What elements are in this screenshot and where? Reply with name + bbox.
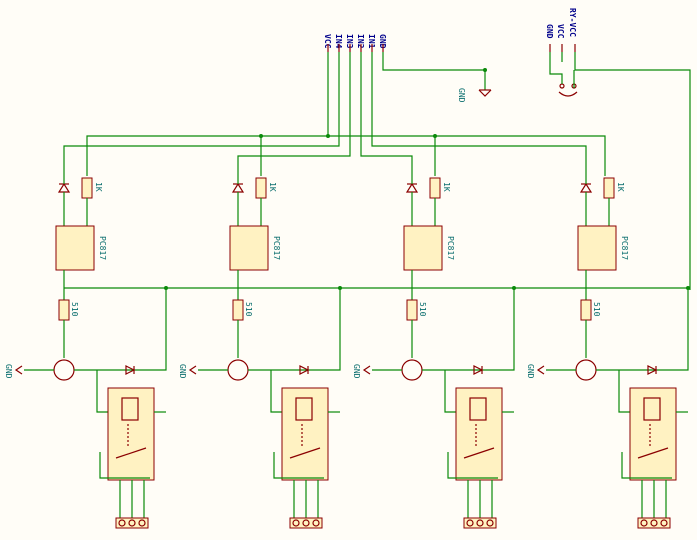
header-pin-in3: IN3: [345, 34, 354, 49]
resistor-base-label-4: 510: [592, 302, 601, 317]
gnd-label-ch1: GND: [4, 364, 13, 379]
optocoupler-label-4: PC817: [620, 236, 629, 260]
header-pin-in2: IN2: [356, 34, 365, 49]
header-connector: VCC IN4 IN3 IN2 IN1 GND: [323, 34, 387, 52]
resistor-base-label-3: 510: [418, 302, 427, 317]
resistor-base-label-1: 510: [70, 302, 79, 317]
optocoupler-label-1: PC817: [98, 236, 107, 260]
resistor-led-label-2: 1K: [268, 182, 277, 192]
gnd-label-top: GND: [457, 88, 466, 103]
relay-channel-4: 1K PC817 510 GND: [526, 176, 689, 529]
header-pin-in1: IN1: [367, 34, 376, 49]
optocoupler-label-3: PC817: [446, 236, 455, 260]
gnd-label-ch2: GND: [178, 364, 187, 379]
power-connector: GND VCC RY-VCC: [545, 8, 691, 290]
header-pin-vcc: VCC: [323, 34, 332, 49]
optocoupler-label-2: PC817: [272, 236, 281, 260]
gnd-symbol-top: GND: [382, 52, 492, 103]
relay-channel-3: 1K PC817 510 GND: [352, 176, 515, 529]
resistor-base-label-2: 510: [244, 302, 253, 317]
gnd-label-ch4: GND: [526, 364, 535, 379]
gnd-label-ch3: GND: [352, 364, 361, 379]
power-pin-ry-vcc: RY-VCC: [568, 8, 577, 37]
header-pin-in4: IN4: [334, 34, 343, 49]
relay-channel-1: 1K PC817 510 GND: [4, 176, 167, 529]
relay-channel-2: 1K PC817 510 GND: [178, 176, 341, 529]
power-pin-gnd: GND: [545, 24, 554, 39]
resistor-led-label-3: 1K: [442, 182, 451, 192]
header-pin-gnd: GND: [378, 34, 387, 49]
resistor-led-label-1: 1K: [94, 182, 103, 192]
resistor-led-label-4: 1K: [616, 182, 625, 192]
power-pin-vcc: VCC: [556, 24, 565, 39]
